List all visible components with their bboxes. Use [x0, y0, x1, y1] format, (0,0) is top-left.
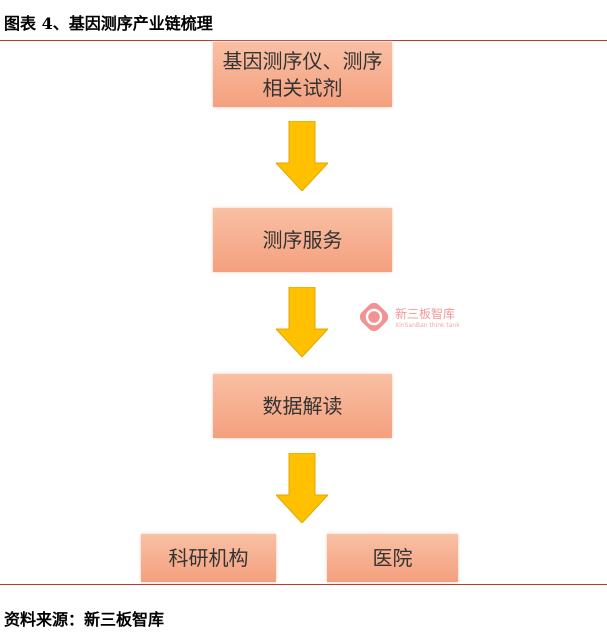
- node-sequencing-service: 测序服务: [213, 208, 392, 272]
- bottom-divider: [0, 584, 607, 585]
- down-arrow-icon: [276, 453, 328, 523]
- down-arrow-icon: [276, 287, 328, 357]
- node-data-interpretation: 数据解读: [213, 374, 392, 438]
- watermark-subtitle: XinSanBan think tank: [395, 322, 460, 329]
- top-divider: [0, 40, 607, 41]
- down-arrow-icon: [276, 121, 328, 191]
- watermark-name: 新三板智库: [395, 307, 456, 321]
- figure-title: 图表 4、基因测序产业链梳理: [4, 14, 213, 33]
- node-hospitals: 医院: [327, 534, 458, 582]
- node-research-institutes: 科研机构: [141, 534, 276, 582]
- source-note: 资料来源：新三板智库: [4, 610, 165, 629]
- node-sequencers-reagents: 基因测序仪、测序相关试剂: [213, 42, 392, 107]
- watermark-logo-icon: [359, 302, 389, 332]
